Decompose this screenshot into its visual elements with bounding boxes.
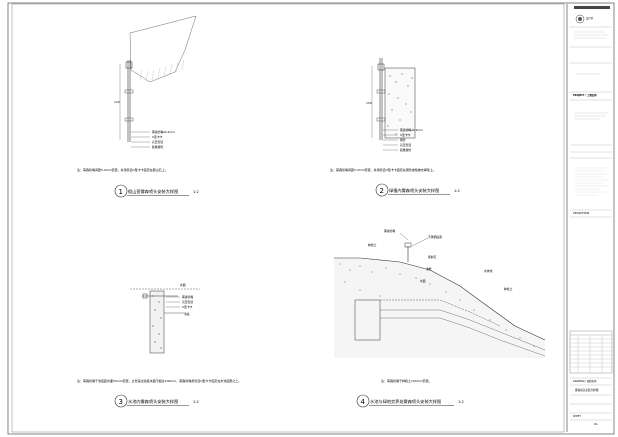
detail-2-scale: 1:2 xyxy=(454,189,460,193)
detail-2-note: 注：雾森喷嘴间距5.0mm安装，并用管道U型卡卡固定在钢管或植被支撑架上。 xyxy=(330,167,436,172)
company-name: 设计院 xyxy=(586,16,594,20)
nozzle-icon xyxy=(377,63,385,71)
planting-bed xyxy=(384,67,416,139)
description-label: DESCRIPTION xyxy=(573,212,589,215)
detail-3-note: 注：雾森喷嘴于池底距水面50mm安装，立管露出池底水面不超过200mm，雾森喷嘴… xyxy=(77,378,241,383)
drawing-title: 雾森喷头安装大样图 xyxy=(575,388,599,392)
detail-4-label: 水体线 xyxy=(484,269,493,273)
detail-4-label: 鹅卵石 xyxy=(428,255,437,259)
detail-3-scale: 1:2 xyxy=(193,400,199,404)
ground-profile xyxy=(334,257,546,341)
sheet-label: SHEET xyxy=(573,415,581,418)
detail-2-label: 高压管道 xyxy=(400,143,411,147)
detail-3-title: 水池内雾森喷头安装大样图 xyxy=(128,398,178,405)
detail-3-label: U型卡卡 xyxy=(182,305,193,309)
revision-table xyxy=(569,330,613,374)
detail-2-label: U型卡卡 xyxy=(400,133,411,137)
detail-4-scale: 1:2 xyxy=(458,400,464,404)
detail-2-number: 2 xyxy=(380,187,384,195)
detail-4-title: 水池与绿地交界处雾森喷头安装大样图 xyxy=(370,398,441,405)
nozzle-icon xyxy=(142,293,148,299)
detail-4: 雾森喷嘴 不锈钢底座 种植土 鹅卵石 池壁 水面 水体线 种植土 注：雾森喷嘴于… xyxy=(334,229,546,408)
detail-4-note: 注：雾森喷嘴于种植土100mm安装。 xyxy=(381,378,432,383)
detail-3-label: 雾森喷嘴 xyxy=(182,295,193,299)
detail-1-note: 注：雾森喷嘴间距5.0mm安装，并用管道U型卡卡固定在假山石上。 xyxy=(77,167,168,172)
detail-3-number-circle xyxy=(114,394,128,408)
nozzle-icon xyxy=(404,242,412,248)
detail-3-label: 水面 xyxy=(180,283,186,287)
title-block: 设计院 PROJECT / 工程名称 DESCRIPTION xyxy=(569,6,613,426)
company-logo-icon xyxy=(575,14,585,24)
detail-1: 120 雾森喷嘴ø0.2mm U型卡卡 高压管道 膨胀螺栓 注：雾森喷嘴间距5.… xyxy=(77,15,199,198)
sheet-number: 01 xyxy=(594,422,598,426)
detail-1-dimension: 120 xyxy=(114,100,120,104)
detail-3-label: 池底 xyxy=(184,312,190,316)
detail-3-label: 高压管道 xyxy=(182,300,193,304)
detail-3: 水面 池底 雾森喷嘴 高压管道 U型卡卡 注：雾森喷嘴于池底距水面50mm安装，… xyxy=(77,283,241,408)
detail-4-label: 种植土 xyxy=(368,243,377,247)
detail-2-dimension: 150 xyxy=(366,101,372,105)
detail-4-label: 池壁 xyxy=(426,267,432,271)
detail-4-label: 种植土 xyxy=(504,287,513,291)
sheet-inner-border xyxy=(11,3,565,433)
pool-wall xyxy=(354,299,381,341)
detail-3-number: 3 xyxy=(119,398,123,406)
pool-wall xyxy=(149,290,165,354)
detail-4-label: 雾森喷嘴 xyxy=(384,229,395,233)
detail-4-number-circle xyxy=(356,394,370,408)
detail-1-label: U型卡卡 xyxy=(152,135,163,139)
detail-4-label: 不锈钢底座 xyxy=(428,235,442,239)
detail-1-label: 膨胀螺栓 xyxy=(152,145,163,149)
detail-1-label: 雾森喷嘴ø0.2mm xyxy=(152,130,175,134)
detail-4-number: 4 xyxy=(361,398,366,406)
detail-2: 150 雾森喷嘴ø0.2mm U型卡卡 钢管 高压管道 膨胀螺栓 注：雾森喷嘴间… xyxy=(330,58,460,197)
project-label: PROJECT / 工程名称 xyxy=(573,93,597,97)
drawing-label: DRAWING / 图纸名称 xyxy=(573,379,597,383)
sheet-outer-border xyxy=(7,2,615,435)
rockery-outline xyxy=(129,15,197,83)
detail-2-label: 钢管 xyxy=(400,138,406,142)
detail-1-number-circle xyxy=(114,184,128,198)
detail-4-label: 水面 xyxy=(420,279,426,283)
detail-1-scale: 1:2 xyxy=(193,190,199,194)
detail-1-title: 假山营雾森喷头安装大样图 xyxy=(128,188,178,195)
detail-2-number-circle xyxy=(375,183,389,197)
detail-2-label: 膨胀螺栓 xyxy=(400,148,411,152)
nozzle-icon xyxy=(125,61,133,69)
detail-1-label: 高压管道 xyxy=(152,140,163,144)
detail-2-title: 绿植内雾森喷头安装大样图 xyxy=(389,187,439,194)
detail-1-number: 1 xyxy=(119,188,123,196)
detail-2-label: 雾森喷嘴ø0.2mm xyxy=(400,128,423,132)
